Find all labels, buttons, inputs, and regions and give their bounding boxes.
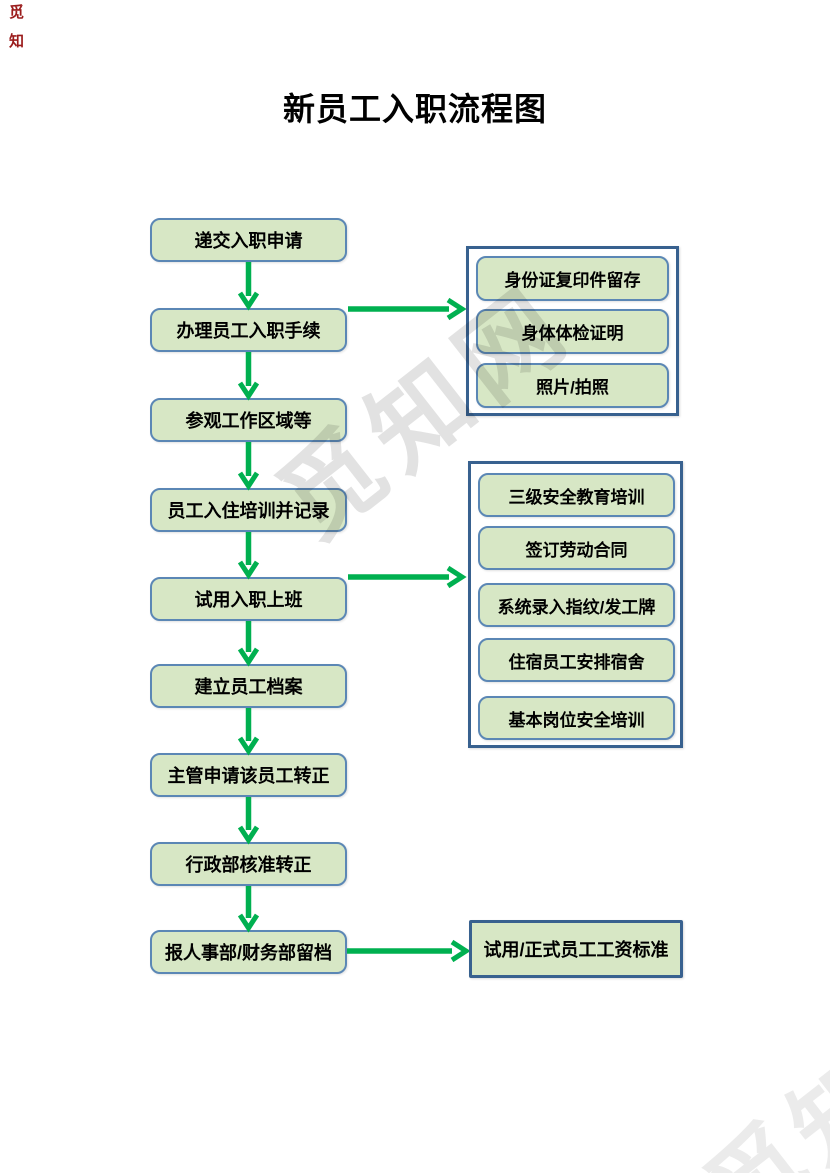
flow-step-6: 建立员工档案 bbox=[150, 664, 347, 708]
group2-item-5: 基本岗位安全培训 bbox=[478, 696, 675, 740]
arrow-down-2 bbox=[237, 352, 260, 401]
arrow-down-6 bbox=[237, 708, 260, 756]
edge-watermark-red: 觅知 bbox=[7, 4, 24, 62]
group2-item-1: 三级安全教育培训 bbox=[478, 473, 675, 517]
flow-step-7: 主管申请该员工转正 bbox=[150, 753, 347, 797]
arrow-down-5 bbox=[237, 621, 260, 667]
group-trial-onboarding-tasks: 三级安全教育培训 签订劳动合同 系统录入指纹/发工牌 住宿员工安排宿舍 基本岗位… bbox=[468, 461, 683, 748]
group1-item-2: 身体体检证明 bbox=[476, 309, 669, 354]
flow-step-2: 办理员工入职手续 bbox=[150, 308, 347, 352]
group2-item-3: 系统录入指纹/发工牌 bbox=[478, 583, 675, 627]
arrow-down-8 bbox=[237, 886, 260, 933]
flow-step-4: 员工入住培训并记录 bbox=[150, 488, 347, 532]
flow-step-5: 试用入职上班 bbox=[150, 577, 347, 621]
flow-step-3: 参观工作区域等 bbox=[150, 398, 347, 442]
flow-step-8: 行政部核准转正 bbox=[150, 842, 347, 886]
corner-watermark: 觅知网 bbox=[688, 971, 830, 1173]
group2-item-4: 住宿员工安排宿舍 bbox=[478, 638, 675, 682]
flow-step-1: 递交入职申请 bbox=[150, 218, 347, 262]
result-box-salary-standard: 试用/正式员工工资标准 bbox=[469, 920, 683, 978]
arrow-right-to-result bbox=[347, 939, 471, 963]
arrow-down-3 bbox=[237, 442, 260, 491]
group2-item-2: 签订劳动合同 bbox=[478, 526, 675, 570]
flow-step-9: 报人事部/财务部留档 bbox=[150, 930, 347, 974]
group-onboarding-documents: 身份证复印件留存 身体体检证明 照片/拍照 bbox=[466, 246, 679, 416]
page-title: 新员工入职流程图 bbox=[282, 91, 547, 127]
arrow-down-4 bbox=[237, 532, 260, 580]
arrow-down-1 bbox=[237, 262, 260, 311]
arrow-right-to-group1 bbox=[348, 297, 467, 321]
arrow-right-to-group2 bbox=[348, 565, 467, 589]
arrow-down-7 bbox=[237, 797, 260, 845]
group1-item-3: 照片/拍照 bbox=[476, 363, 669, 408]
group1-item-1: 身份证复印件留存 bbox=[476, 256, 669, 301]
